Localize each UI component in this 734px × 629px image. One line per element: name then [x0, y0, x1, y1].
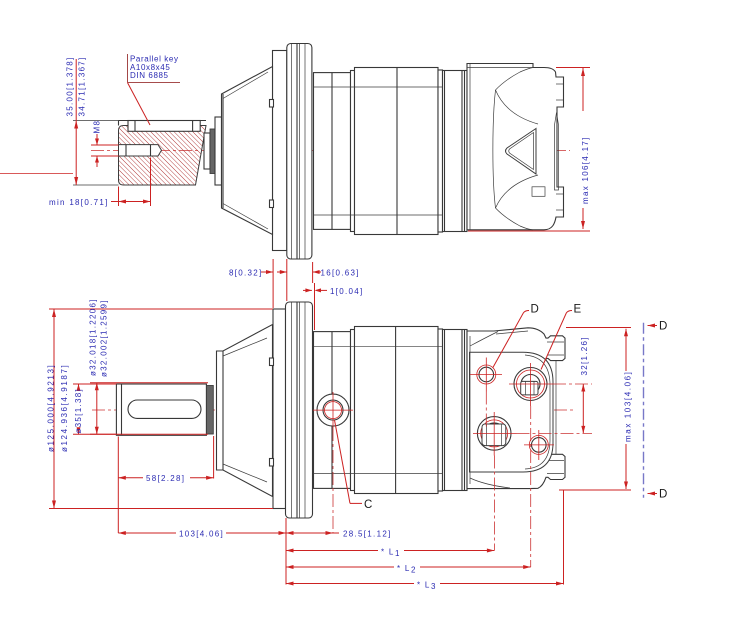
svg-text:DIN 6885: DIN 6885 — [130, 71, 169, 80]
svg-text:D: D — [659, 321, 667, 333]
svg-text:Parallel key: Parallel key — [130, 55, 179, 64]
svg-text:ø125.000[4.9213]: ø125.000[4.9213] — [47, 364, 56, 452]
svg-text:1[0.04]: 1[0.04] — [330, 287, 364, 296]
svg-text:ø35[1.38]: ø35[1.38] — [74, 388, 83, 434]
svg-text:2: 2 — [411, 566, 417, 575]
svg-text:M8: M8 — [93, 120, 102, 134]
svg-text:max 106[4.17]: max 106[4.17] — [581, 136, 590, 204]
svg-text:3: 3 — [431, 582, 437, 591]
svg-text:D: D — [531, 304, 539, 316]
svg-text:58[2.28]: 58[2.28] — [146, 474, 185, 483]
svg-text:A10x8x45: A10x8x45 — [130, 63, 170, 72]
svg-text:103[4.06]: 103[4.06] — [179, 529, 224, 538]
svg-text:ø32.018[1.2206]: ø32.018[1.2206] — [88, 298, 97, 376]
svg-text:E: E — [574, 304, 582, 316]
svg-text:* L: * L — [381, 548, 395, 557]
svg-text:C: C — [364, 499, 372, 511]
svg-text:ø124.936[4.9187]: ø124.936[4.9187] — [60, 364, 69, 452]
svg-text:D: D — [659, 489, 667, 501]
svg-text:* L: * L — [397, 564, 411, 573]
svg-text:* L: * L — [417, 581, 431, 590]
svg-text:1: 1 — [395, 549, 401, 558]
svg-text:8[0.32]: 8[0.32] — [229, 268, 263, 277]
svg-text:28.5[1.12]: 28.5[1.12] — [343, 529, 392, 538]
svg-text:16[0.63]: 16[0.63] — [321, 268, 360, 277]
svg-text:34.71[1.367]: 34.71[1.367] — [78, 56, 87, 116]
svg-text:32[1.26]: 32[1.26] — [580, 336, 589, 375]
svg-text:35.00[1.378]: 35.00[1.378] — [66, 56, 75, 116]
svg-text:ø32.002[1.2599]: ø32.002[1.2599] — [99, 299, 108, 377]
svg-text:min 18[0.71]: min 18[0.71] — [49, 198, 109, 207]
svg-text:max 103[4.06]: max 103[4.06] — [624, 371, 633, 443]
